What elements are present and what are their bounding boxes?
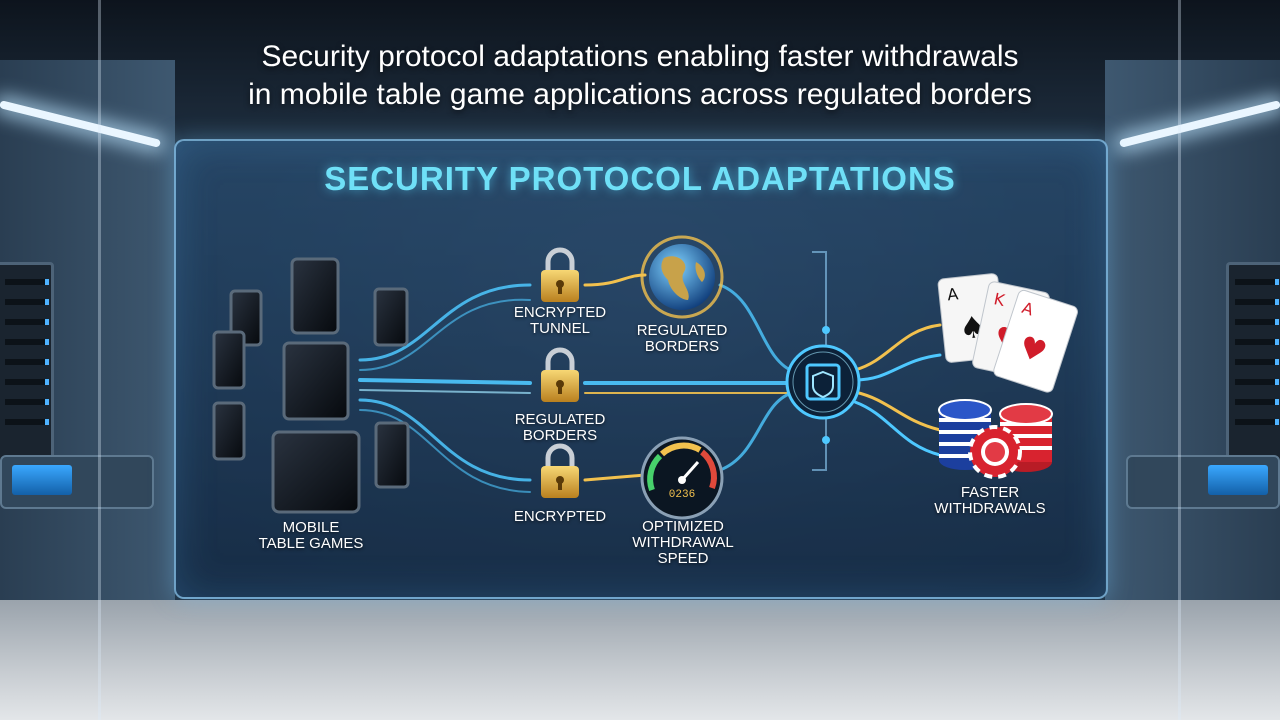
label-line: FASTER <box>920 485 1060 501</box>
phone-icon <box>214 332 244 388</box>
globe-icon <box>642 237 722 317</box>
regulated-borders-lock-label: REGULATED BORDERS <box>500 412 620 444</box>
phone-icon <box>375 289 407 345</box>
security-hub-icon <box>787 346 859 418</box>
label-line: REGULATED <box>622 323 742 339</box>
playing-cards-icon: A ♠ K ♥ A ♥ <box>938 273 1079 394</box>
label-line: ENCRYPTED <box>500 509 620 525</box>
label-line: MOBILE <box>236 520 386 536</box>
speedometer-icon: 0236 <box>642 438 722 518</box>
padlock-icon <box>541 250 579 302</box>
speed-readout: 0236 <box>669 489 695 501</box>
label-line: WITHDRAWAL <box>613 535 753 551</box>
mobile-table-games-label: MOBILE TABLE GAMES <box>236 520 386 552</box>
label-line: TABLE GAMES <box>236 536 386 552</box>
label-line: OPTIMIZED <box>613 519 753 535</box>
label-line: BORDERS <box>500 428 620 444</box>
padlock-icon <box>541 350 579 402</box>
casino-chips-icon <box>939 400 1052 477</box>
tablet-icon <box>273 432 359 512</box>
mobile-devices <box>214 259 408 512</box>
phone-icon <box>214 403 244 459</box>
hub-node-dot <box>822 326 830 334</box>
label-line: SPEED <box>613 551 753 567</box>
hub-node-dot <box>822 436 830 444</box>
padlock-icon <box>541 446 579 498</box>
optimized-withdrawal-speed-label: OPTIMIZED WITHDRAWAL SPEED <box>613 519 753 567</box>
encrypted-label: ENCRYPTED <box>500 509 620 525</box>
tablet-icon <box>292 259 338 333</box>
phone-icon <box>376 423 408 487</box>
encrypted-tunnel-label: ENCRYPTED TUNNEL <box>500 305 620 337</box>
label-line: BORDERS <box>622 339 742 355</box>
faster-withdrawals-label: FASTER WITHDRAWALS <box>920 485 1060 517</box>
label-line: REGULATED <box>500 412 620 428</box>
label-line: TUNNEL <box>500 321 620 337</box>
card-rank: A <box>946 284 959 304</box>
tablet-icon <box>284 343 348 419</box>
regulated-borders-globe-label: REGULATED BORDERS <box>622 323 742 355</box>
label-line: WITHDRAWALS <box>920 501 1060 517</box>
label-line: ENCRYPTED <box>500 305 620 321</box>
